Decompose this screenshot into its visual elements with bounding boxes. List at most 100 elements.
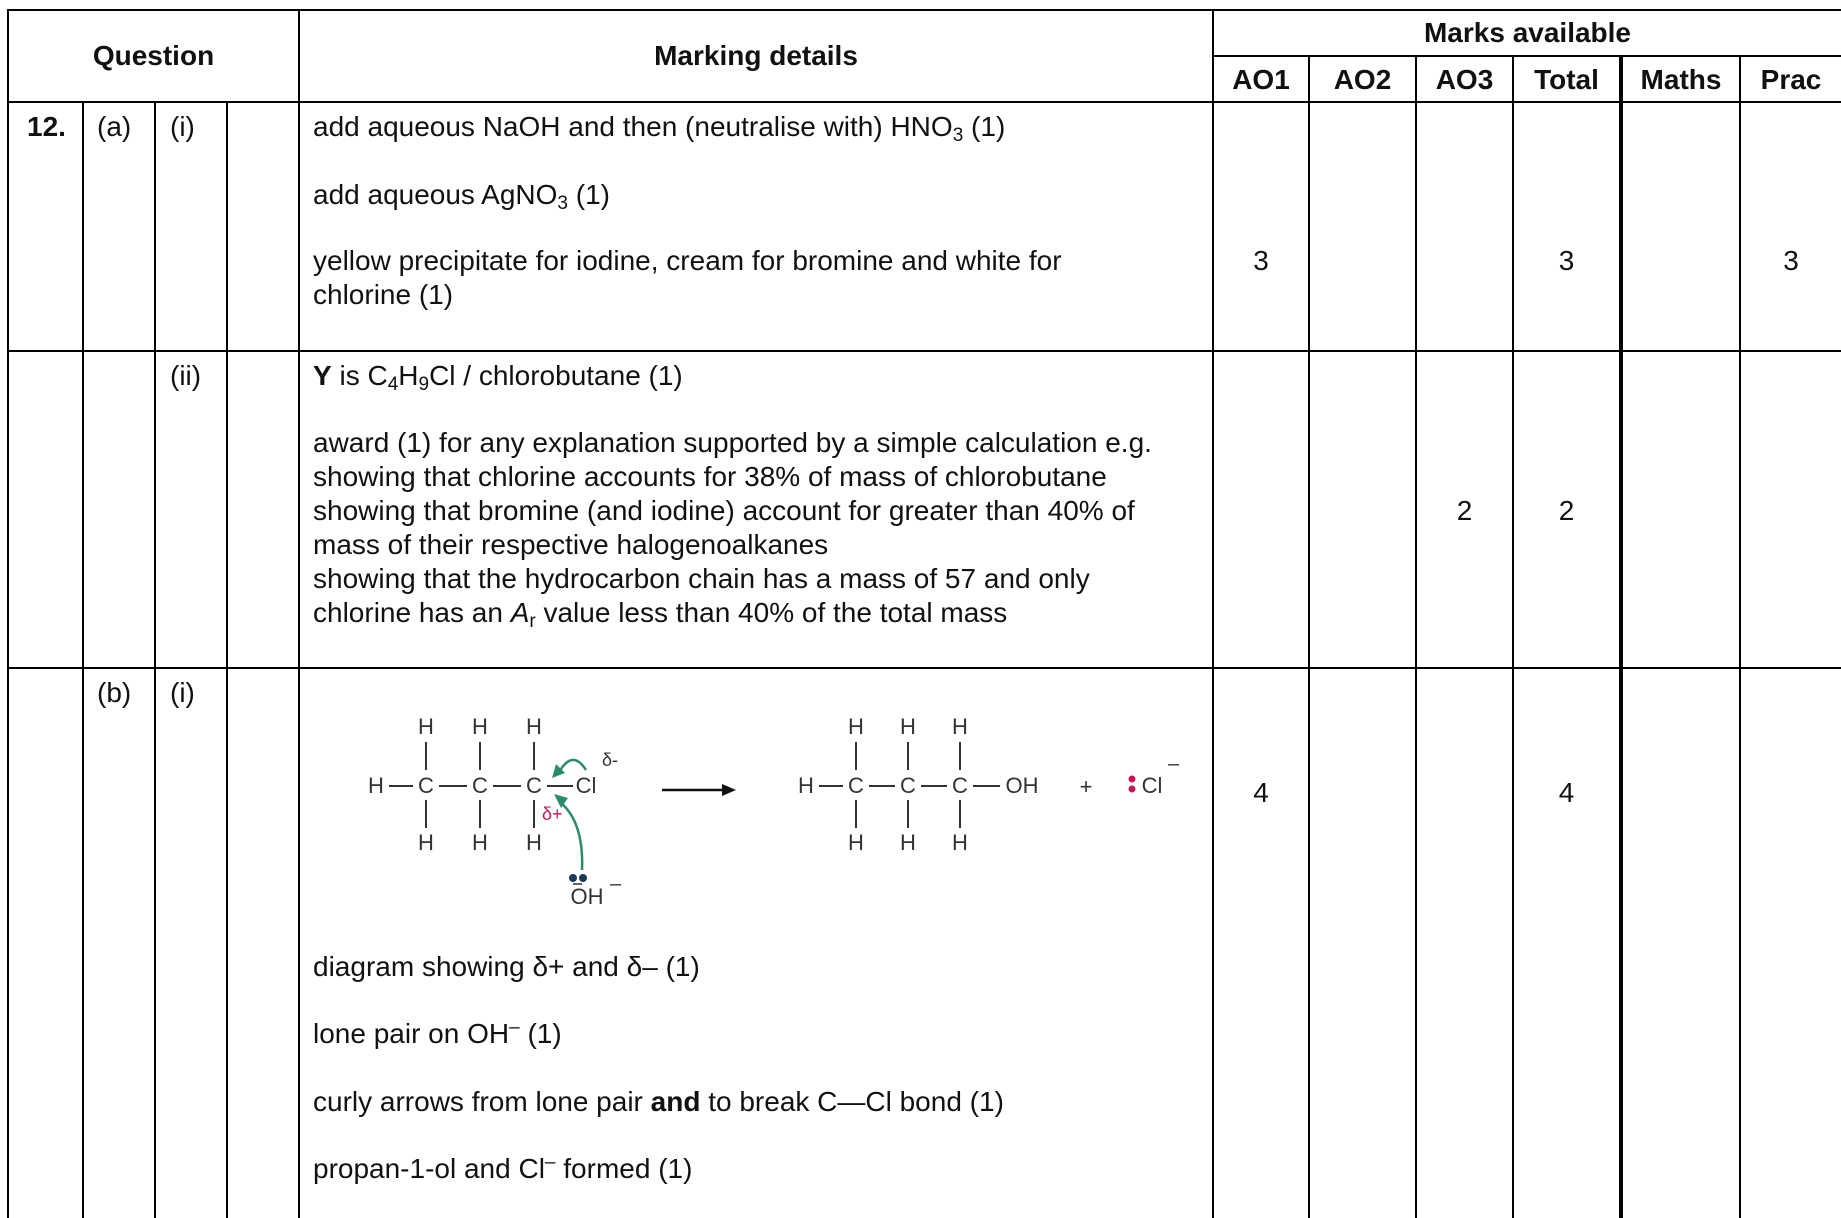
- detail-text: is C: [331, 360, 388, 391]
- chloride-charge: –: [1168, 753, 1180, 775]
- question-subpart: (i): [170, 111, 195, 142]
- explanation-line: showing that chlorine accounts for 38% o…: [313, 461, 1107, 492]
- hydroxide-ion: OH: [571, 884, 604, 909]
- detail-line-precipitate-2: chlorine (1): [313, 279, 454, 310]
- superscript: –: [544, 1152, 556, 1173]
- chloride-lone-pair-dot: [1128, 775, 1136, 783]
- col-divider-maths-thick: [1619, 56, 1623, 1218]
- atom-h: H: [848, 714, 864, 739]
- col-divider-details: [298, 9, 300, 1218]
- detail-text: formed (1): [555, 1153, 693, 1184]
- col-divider-blank: [226, 102, 228, 1218]
- atom-h: H: [526, 830, 542, 855]
- subscript: 3: [557, 193, 568, 214]
- header-bottom-border: [7, 101, 1841, 103]
- detail-text: add aqueous NaOH and then (neutralise wi…: [313, 111, 953, 142]
- curly-arrows-line: curly arrows from lone pair and to break…: [313, 1085, 1004, 1119]
- detail-line-naoh: add aqueous NaOH and then (neutralise wi…: [313, 110, 1005, 146]
- detail-text: lone pair on OH: [313, 1018, 510, 1049]
- row-divider-1: [7, 350, 1841, 352]
- atom-h: H: [798, 773, 814, 798]
- subscript: 9: [418, 374, 430, 395]
- detail-text: value less than 40% of the total mass: [535, 597, 1008, 628]
- mark-total: 4: [1558, 777, 1575, 808]
- bold-word: and: [650, 1086, 701, 1117]
- explanation-line: showing that bromine (and iodine) accoun…: [313, 495, 1135, 526]
- mark-total: 3: [1558, 245, 1575, 276]
- header-maths: Maths: [1640, 64, 1722, 95]
- atom-cl: Cl: [576, 773, 597, 798]
- header-ao2: AO2: [1333, 64, 1392, 95]
- atom-h: H: [952, 714, 968, 739]
- atom-h: H: [900, 830, 916, 855]
- hydroxide-charge: –: [610, 873, 622, 895]
- explanation-line-ar: chlorine has an Ar value less than 40% o…: [313, 596, 1008, 631]
- mark-ao1: 4: [1253, 777, 1269, 808]
- detail-text: (1): [519, 1018, 562, 1049]
- header-ao3: AO3: [1435, 64, 1494, 95]
- detail-text: to break C—Cl bond (1): [700, 1086, 1004, 1117]
- curly-arrow-bond-break-head: [552, 764, 565, 778]
- col-divider-part: [82, 102, 84, 1218]
- propanol-bonds: [819, 742, 1000, 828]
- subscript: 4: [387, 374, 399, 395]
- reaction-arrow-head: [722, 784, 736, 796]
- curly-arrow-lone-pair-head: [554, 794, 568, 808]
- propanol-molecule: H H H H C C C OH H H H: [798, 714, 1038, 855]
- atom-h: H: [472, 714, 488, 739]
- question-part: (b): [97, 677, 132, 708]
- subscript: 3: [952, 125, 964, 146]
- col-divider-prac: [1739, 56, 1741, 1218]
- detail-line-agno3: add aqueous AgNO3 (1): [313, 178, 610, 214]
- col-divider-subpart: [154, 102, 156, 1218]
- atom-h: H: [848, 830, 864, 855]
- mark-total: 2: [1558, 495, 1575, 526]
- detail-text: add aqueous AgNO: [313, 179, 558, 210]
- header-question: Question: [92, 40, 215, 71]
- header-ao1: AO1: [1232, 64, 1290, 95]
- table-left-border: [7, 9, 9, 1218]
- delta-minus-label: δ-: [602, 750, 618, 770]
- question-number: 12.: [27, 111, 66, 142]
- sn2-mechanism-diagram: H H H H C C C Cl H H H δ+ δ-: [368, 714, 1180, 909]
- header-prac: Prac: [1760, 64, 1822, 95]
- explanation-line: award (1) for any explanation supported …: [313, 427, 1152, 458]
- atom-c: C: [900, 773, 916, 798]
- atom-h: H: [418, 830, 434, 855]
- detail-line-precipitate-1: yellow precipitate for iodine, cream for…: [313, 245, 1062, 276]
- detail-text: propan-1-ol and Cl: [313, 1153, 545, 1184]
- mark-ao3: 2: [1456, 495, 1473, 526]
- question-subpart: (i): [170, 677, 195, 708]
- header-marking-details: Marking details: [654, 40, 858, 71]
- detail-text: (1): [568, 179, 610, 210]
- atom-h: H: [368, 773, 384, 798]
- bold-label: Y: [313, 360, 332, 391]
- product-line: propan-1-ol and Cl– formed (1): [313, 1152, 692, 1186]
- explanation-line: showing that the hydrocarbon chain has a…: [313, 563, 1090, 594]
- col-divider-ao2: [1308, 56, 1310, 1218]
- header-total: Total: [1534, 64, 1599, 95]
- mark-prac: 3: [1783, 245, 1799, 276]
- table-top-border: [7, 9, 1841, 11]
- superscript: –: [509, 1017, 520, 1038]
- chloropropane-bonds: [389, 742, 573, 828]
- atom-h: H: [472, 830, 488, 855]
- lone-pair-dot: [569, 874, 577, 882]
- atom-c: C: [418, 773, 434, 798]
- col-divider-total: [1512, 56, 1514, 1218]
- col-divider-ao3: [1415, 56, 1417, 1218]
- marks-subheader-divider: [1213, 55, 1841, 57]
- detail-text: H: [398, 360, 419, 391]
- atom-h: H: [900, 714, 916, 739]
- atom-c: C: [848, 773, 864, 798]
- plus-sign: +: [1080, 774, 1093, 799]
- detail-text: curly arrows from lone pair: [313, 1086, 651, 1117]
- row-divider-2: [7, 667, 1841, 669]
- explanation-line: mass of their respective halogenoalkanes: [313, 529, 829, 560]
- header-marks-available: Marks available: [1423, 17, 1632, 48]
- chloride-ion: Cl: [1142, 773, 1163, 798]
- curly-arrow-lone-pair: [559, 801, 584, 871]
- atom-c: C: [526, 773, 542, 798]
- detail-text: chlorine has an: [313, 597, 511, 628]
